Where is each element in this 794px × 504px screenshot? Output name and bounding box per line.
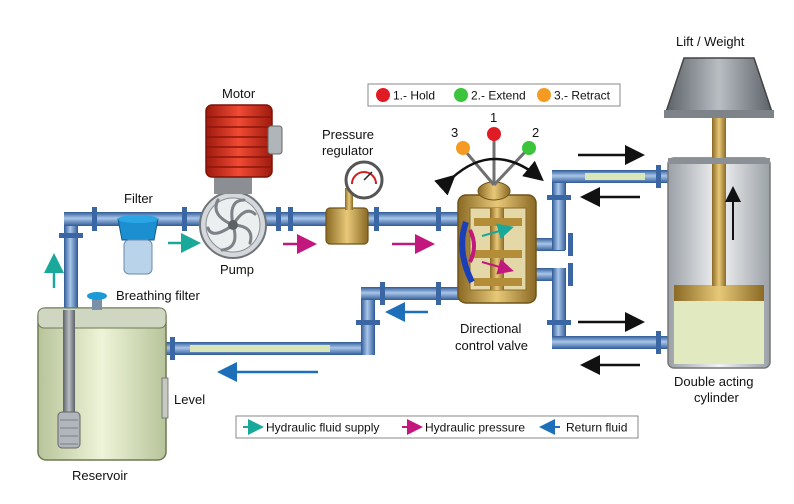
pump (199, 191, 267, 259)
lift-weight (664, 57, 774, 118)
lever-knob-extend (522, 141, 536, 155)
filter (117, 215, 159, 275)
label-reservoir: Reservoir (72, 468, 128, 483)
pipe-cyl-bottom-in (552, 336, 672, 349)
label-filter: Filter (124, 191, 154, 206)
state-legend-extend: 2.- Extend (471, 89, 526, 103)
label-pressure-regulator-line2: regulator (322, 143, 374, 158)
motor (205, 104, 283, 194)
pipe-reservoir-riser (64, 212, 78, 312)
label-cylinder-line2: cylinder (694, 390, 739, 405)
label-breathing-filter: Breathing filter (116, 288, 200, 303)
level-gauge (161, 377, 169, 419)
pipe-valve-riser-b (552, 268, 566, 348)
label-cylinder-line1: Double acting (674, 374, 754, 389)
label-pump: Pump (220, 262, 254, 277)
flow-legend-supply: Hydraulic fluid supply (266, 421, 379, 435)
lever-knob-hold (487, 127, 501, 141)
lever-number-3: 3 (451, 125, 458, 140)
state-legend-hold: 1.- Hold (393, 89, 435, 103)
directional-control-valve (434, 127, 544, 304)
lever-number-1: 1 (490, 110, 497, 125)
state-legend: 1.- Hold 2.- Extend 3.- Retract (367, 83, 621, 107)
label-directional-valve-line1: Directional (460, 321, 522, 336)
pressure-regulator (325, 160, 384, 245)
lever-number-2: 2 (532, 125, 539, 140)
lever-swing-arc (434, 157, 544, 196)
reservoir (37, 307, 169, 461)
pipe-return-upper (361, 287, 461, 300)
suction-strainer (57, 411, 81, 449)
lever-knob-retract (456, 141, 470, 155)
pipe-valve-riser-a (552, 170, 566, 250)
retract-dot-icon (537, 88, 551, 102)
label-directional-valve-line2: control valve (455, 338, 528, 353)
flow-legend: Hydraulic fluid supply Hydraulic pressur… (235, 415, 639, 439)
component-labels: Motor Pressure regulator Filter Pump Bre… (72, 34, 754, 483)
state-legend-retract: 3.- Retract (554, 89, 611, 103)
label-level: Level (174, 392, 205, 407)
label-motor: Motor (222, 86, 256, 101)
flow-legend-pressure: Hydraulic pressure (425, 421, 525, 435)
pipe-network (59, 165, 672, 360)
label-lift-weight: Lift / Weight (676, 34, 745, 49)
flow-arrows (44, 145, 645, 382)
flow-legend-return: Return fluid (566, 421, 627, 435)
double-acting-cylinder (667, 114, 771, 369)
hold-dot-icon (376, 88, 390, 102)
extend-dot-icon (454, 88, 468, 102)
breathing-filter (87, 292, 107, 310)
label-pressure-regulator-line1: Pressure (322, 127, 374, 142)
